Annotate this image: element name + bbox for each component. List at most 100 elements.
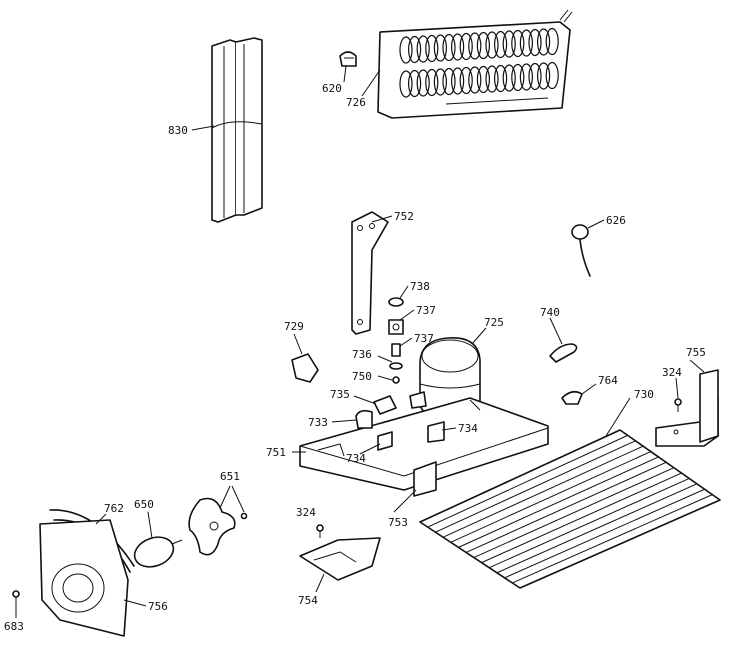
- coil-loop: [536, 28, 551, 56]
- callout-651: 651: [220, 470, 240, 483]
- fan-blade-651: [188, 497, 248, 556]
- coil-loop: [459, 32, 473, 61]
- coil-loop: [519, 29, 534, 57]
- condenser-tube: [489, 478, 690, 569]
- callout-740: 740: [540, 306, 560, 319]
- callout-753: 753: [388, 516, 408, 529]
- condenser-tube: [519, 499, 721, 589]
- coil-loop: [425, 68, 439, 97]
- condenser-tube: [473, 467, 675, 558]
- callout-729: 729: [284, 320, 304, 333]
- condenser-tube: [504, 488, 705, 579]
- coil-loop: [408, 69, 422, 98]
- coil-loop: [459, 66, 473, 95]
- coil-loop: [502, 64, 516, 92]
- fan-shroud-756: [39, 519, 129, 637]
- coil-loop: [451, 33, 465, 61]
- evaporator-coil: [399, 27, 559, 98]
- callout-737-upper: 737: [416, 304, 436, 317]
- callout-730: 730: [634, 388, 654, 401]
- callout-750: 750: [352, 370, 372, 383]
- fan-motor-650: [133, 536, 183, 568]
- coil-loop: [433, 68, 447, 96]
- coil-loop: [416, 69, 430, 97]
- coil-loop: [433, 34, 447, 62]
- coil-loop: [511, 29, 525, 58]
- coil-loop: [494, 64, 508, 93]
- condenser-tube: [435, 440, 636, 533]
- callout-324-right: 324: [662, 366, 682, 379]
- clip-740: [549, 343, 578, 363]
- coil-loop: [476, 65, 490, 94]
- coil-loop: [399, 70, 413, 98]
- callout-764: 764: [598, 374, 618, 387]
- coil-loop: [528, 28, 542, 57]
- callout-755: 755: [686, 346, 706, 359]
- base-frame-751: [299, 397, 549, 491]
- callout-737-lower: 737: [414, 332, 434, 345]
- coil-loop: [528, 62, 542, 91]
- bracket-752: [351, 211, 389, 335]
- coil-loop: [519, 63, 534, 91]
- part-764: [561, 390, 583, 405]
- coil-loop: [485, 31, 499, 59]
- coil-loop: [476, 31, 490, 60]
- callout-324-lower: 324: [296, 506, 316, 519]
- coil-loop: [399, 36, 413, 64]
- coil-loop: [536, 62, 551, 90]
- condenser-tube: [458, 456, 659, 548]
- condenser-tube: [496, 483, 698, 574]
- coil-loop: [416, 35, 430, 63]
- coil-loop: [511, 63, 525, 92]
- condenser-730: [419, 429, 721, 589]
- callout-738: 738: [410, 280, 430, 293]
- callout-626: 626: [606, 214, 626, 227]
- part-733: [355, 409, 373, 429]
- callout-736: 736: [352, 348, 372, 361]
- condenser-tube: [465, 461, 667, 553]
- coil-loop: [494, 30, 508, 59]
- callout-734-right: 734: [458, 422, 478, 435]
- callout-725: 725: [484, 316, 504, 329]
- drain-pan-754: [299, 537, 381, 581]
- coil-loop: [545, 61, 559, 90]
- callout-735: 735: [330, 388, 350, 401]
- channel-830: [211, 37, 263, 223]
- condenser-tube: [450, 451, 651, 543]
- callout-762: 762: [104, 502, 124, 515]
- condenser-tubes: [419, 429, 721, 589]
- coil-loop: [502, 30, 516, 58]
- evaporator-726: [377, 9, 573, 119]
- clip-620: [339, 51, 357, 67]
- callout-650: 650: [134, 498, 154, 511]
- coil-loop: [485, 65, 499, 93]
- part-735: [373, 395, 397, 415]
- condenser-tube: [442, 445, 644, 538]
- coil-loop: [442, 67, 456, 96]
- coil-loop: [442, 33, 456, 62]
- coil-loop: [425, 34, 439, 63]
- relay-729: [291, 353, 319, 383]
- bracket-755: [655, 369, 719, 447]
- condenser-tube: [512, 494, 713, 584]
- valve-626: [571, 224, 591, 277]
- callout-751: 751: [266, 446, 286, 459]
- coil-loop: [451, 67, 465, 95]
- coil-loop: [545, 27, 559, 56]
- callout-756: 756: [148, 600, 168, 613]
- screw-683: [12, 590, 20, 604]
- compressor-725: [409, 337, 481, 419]
- panel-753: [413, 461, 437, 497]
- coil-loop: [468, 32, 482, 60]
- screw-324b: [316, 524, 324, 538]
- callout-754: 754: [298, 594, 318, 607]
- callout-620: 620: [322, 82, 342, 95]
- coil-loop: [468, 66, 482, 94]
- callout-726: 726: [346, 96, 366, 109]
- leader-lines: [15, 65, 705, 618]
- callout-733: 733: [308, 416, 328, 429]
- coil-loop: [408, 35, 422, 64]
- callout-830: 830: [168, 124, 188, 137]
- condenser-tube: [481, 472, 682, 564]
